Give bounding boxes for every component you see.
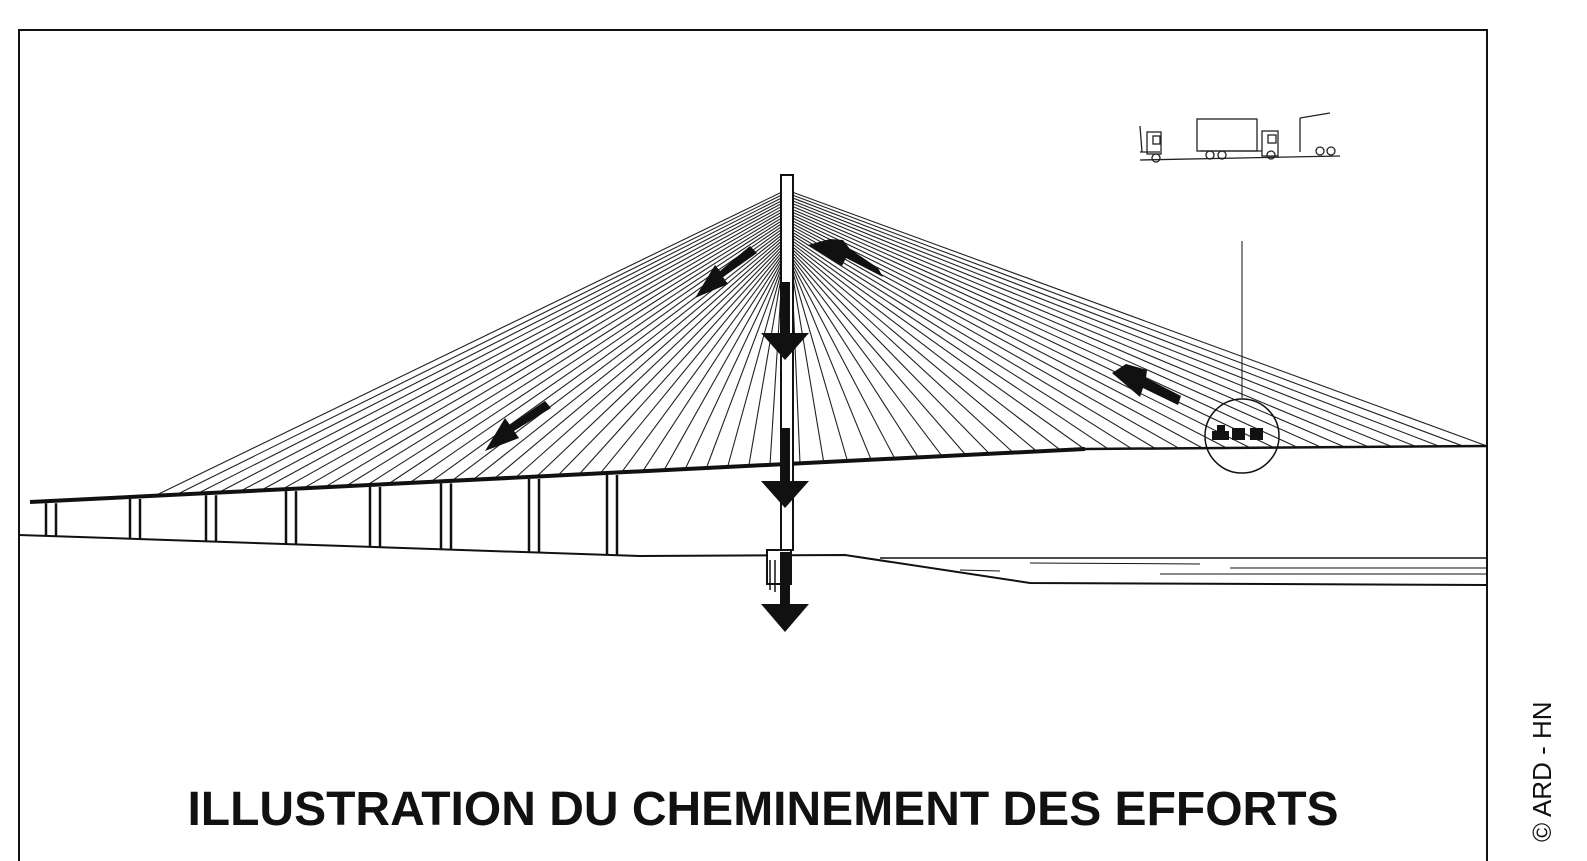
viaduct-piers [44,475,619,555]
ground-profile [18,534,1488,586]
copyright-notice: © ARD - HN [1527,701,1557,843]
car-traffic-icon [1212,425,1263,440]
truck-vehicles-icon [1139,112,1341,163]
bridge-deck [29,444,1488,504]
arrow-foundation-load [761,552,809,632]
arrow-cable-tension-left-upper [695,246,757,298]
traffic-callout [1204,241,1280,474]
arrow-cable-tension-right-upper [808,239,883,277]
diagram-frame [18,29,1488,861]
arrow-pylon-compression-1 [761,282,809,360]
arrow-cable-tension-left-lower [485,401,551,451]
arrow-cable-tension-right-lower [1112,364,1181,405]
stay-cables [154,191,1488,497]
diagram-title: ILLUSTRATION DU CHEMINEMENT DES EFFORTS [187,783,1339,836]
force-arrows [485,239,1181,451]
arrow-pylon-compression-2 [761,428,809,508]
vertical-force-arrows [761,282,809,632]
